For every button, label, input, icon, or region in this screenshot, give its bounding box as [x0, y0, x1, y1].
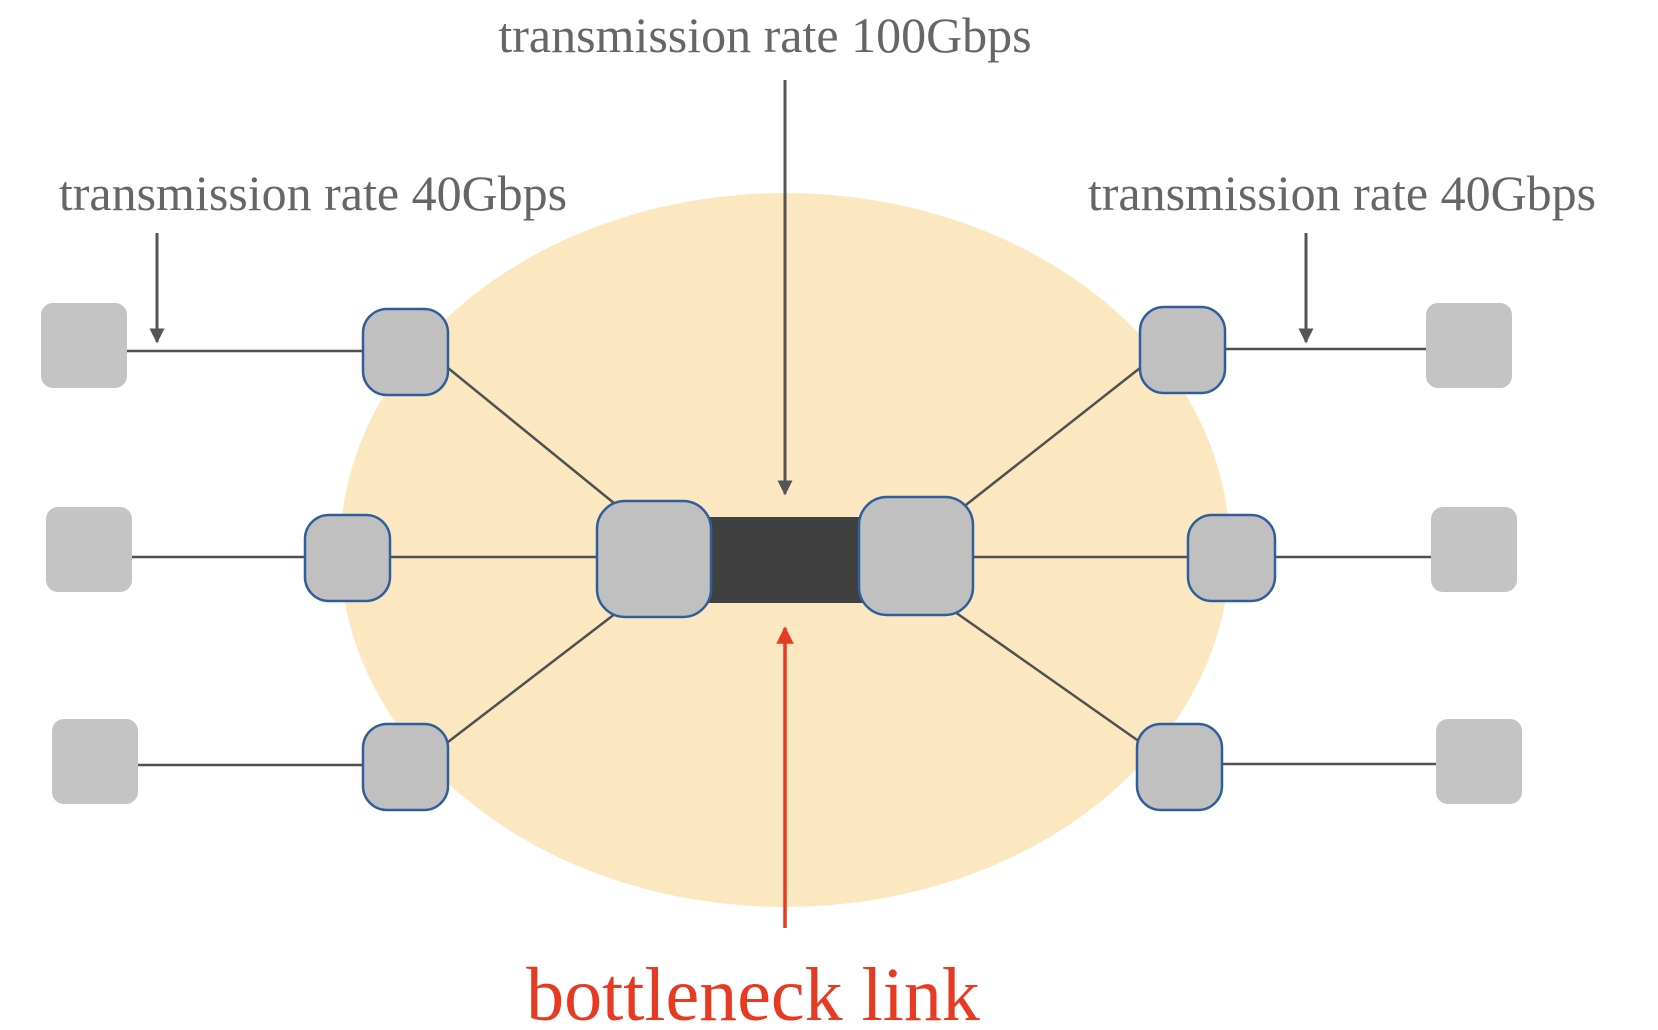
host-right-middle: [1431, 507, 1517, 592]
edge-router-right-bottom: [1135, 722, 1224, 812]
edge-link-left-bottom: [447, 609, 621, 743]
edge-router-right-middle: [1186, 513, 1277, 603]
edge-router-left-top: [361, 307, 450, 397]
edge-router-left-middle: [303, 513, 392, 603]
host-left-top: [41, 303, 127, 388]
host-right-top: [1426, 303, 1512, 388]
core-router-left: [595, 499, 713, 619]
right-rate-label: transmission rate 40Gbps: [1088, 165, 1596, 221]
bottleneck-link: [705, 517, 865, 603]
edge-link-right-bottom: [954, 610, 1141, 744]
core-rate-label: transmission rate 100Gbps: [498, 7, 1031, 63]
edge-link-left-top: [447, 367, 621, 509]
host-left-middle: [46, 507, 132, 592]
edge-link-right-top: [961, 367, 1141, 509]
edge-router-right-top: [1138, 305, 1227, 395]
bottleneck-label: bottleneck link: [526, 953, 980, 1030]
host-left-bottom: [52, 719, 138, 804]
host-right-bottom: [1436, 719, 1522, 804]
core-router-right: [857, 495, 975, 617]
edge-router-left-bottom: [361, 722, 450, 812]
left-rate-label: transmission rate 40Gbps: [59, 165, 567, 221]
